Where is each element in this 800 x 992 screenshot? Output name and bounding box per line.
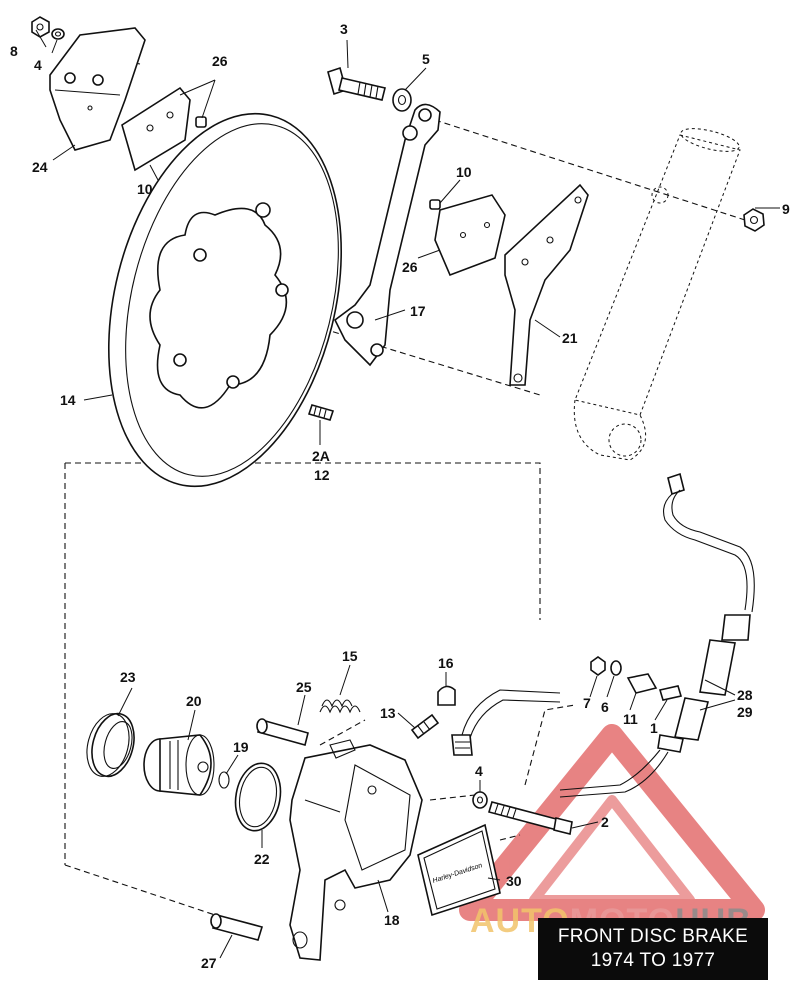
diagram-title: FRONT DISC BRAKE [557, 926, 749, 947]
callout-11: 11 [623, 711, 638, 727]
callout-labels: 8 4 24 10 26 3 5 10 26 17 21 9 14 2A 12 … [10, 21, 790, 971]
bracket-part-21 [504, 183, 589, 386]
bleeder-screw-part-13 [410, 713, 440, 740]
callout-4-bottom: 4 [475, 763, 483, 779]
brake-line [559, 472, 755, 798]
callout-10-left: 10 [137, 181, 153, 197]
washer-part-4-top [51, 28, 65, 40]
callout-27: 27 [201, 955, 217, 971]
callout-15: 15 [342, 648, 358, 664]
callout-20: 20 [186, 693, 202, 709]
callout-22: 22 [254, 851, 270, 867]
banjo-fitting [451, 689, 561, 756]
brake-disc [107, 112, 343, 488]
nut-part-7 [590, 656, 606, 676]
callout-10-right: 10 [456, 164, 472, 180]
diagram-title-box: FRONT DISC BRAKE 1974 TO 1977 [538, 918, 768, 980]
callout-17: 17 [410, 303, 426, 319]
washer-part-6 [610, 660, 622, 676]
screw-part-12 [307, 404, 335, 421]
callout-9: 9 [782, 201, 790, 217]
torque-link-part-17 [333, 103, 441, 367]
o-ring-part-22 [234, 762, 282, 832]
pin-part-25 [256, 718, 309, 746]
brake-pad-part-10-right [434, 194, 506, 277]
callout-26-left: 26 [212, 53, 228, 69]
callout-8: 8 [10, 43, 18, 59]
brake-pad-part-10-left [121, 86, 191, 172]
clip-part-19 [218, 771, 230, 789]
callout-13: 13 [380, 705, 396, 721]
callout-24: 24 [32, 159, 48, 175]
bolt-part-1 [658, 685, 683, 701]
nut-part-9 [743, 208, 765, 232]
pin-part-26-left [195, 116, 207, 128]
callout-7: 7 [583, 695, 591, 711]
bolt-part-3 [327, 66, 386, 101]
callout-6: 6 [601, 699, 609, 715]
callout-14: 14 [60, 392, 76, 408]
callout-28: 28 [737, 687, 753, 703]
callout-3: 3 [340, 21, 348, 37]
callout-18: 18 [384, 912, 400, 928]
callout-23: 23 [120, 669, 136, 685]
callout-29: 29 [737, 704, 753, 720]
callout-30: 30 [506, 873, 522, 889]
caliper-bracket-part-24 [49, 27, 146, 151]
callout-5: 5 [422, 51, 430, 67]
piston-part-20 [143, 734, 215, 796]
washer-part-5 [392, 88, 412, 112]
pin-part-10-right [429, 199, 441, 210]
callout-4-top: 4 [34, 57, 42, 73]
callout-26-right: 26 [402, 259, 418, 275]
fitting-part-11 [626, 673, 658, 694]
callout-12: 12 [314, 467, 330, 483]
pin-part-27 [210, 913, 264, 941]
callout-2a: 2A [312, 448, 330, 464]
washer-part-4-bottom [472, 791, 488, 809]
callout-19: 19 [233, 739, 249, 755]
bleeder-cap-part-16 [437, 685, 456, 706]
name-plate-part-30: Harley-Davidson [417, 823, 501, 917]
callout-16: 16 [438, 655, 454, 671]
nut-part-8 [31, 16, 50, 38]
leader-lines [35, 29, 780, 959]
callout-21: 21 [562, 330, 578, 346]
seal-part-23 [86, 712, 135, 778]
caliper-body-part-18 [289, 739, 423, 961]
spring-part-15 [319, 699, 361, 714]
callout-1: 1 [650, 720, 658, 736]
fork-leg-ghost [573, 128, 741, 461]
bolt-part-2 [487, 801, 573, 835]
callout-25: 25 [296, 679, 312, 695]
diagram-years: 1974 TO 1977 [590, 950, 716, 971]
callout-2: 2 [601, 814, 609, 830]
